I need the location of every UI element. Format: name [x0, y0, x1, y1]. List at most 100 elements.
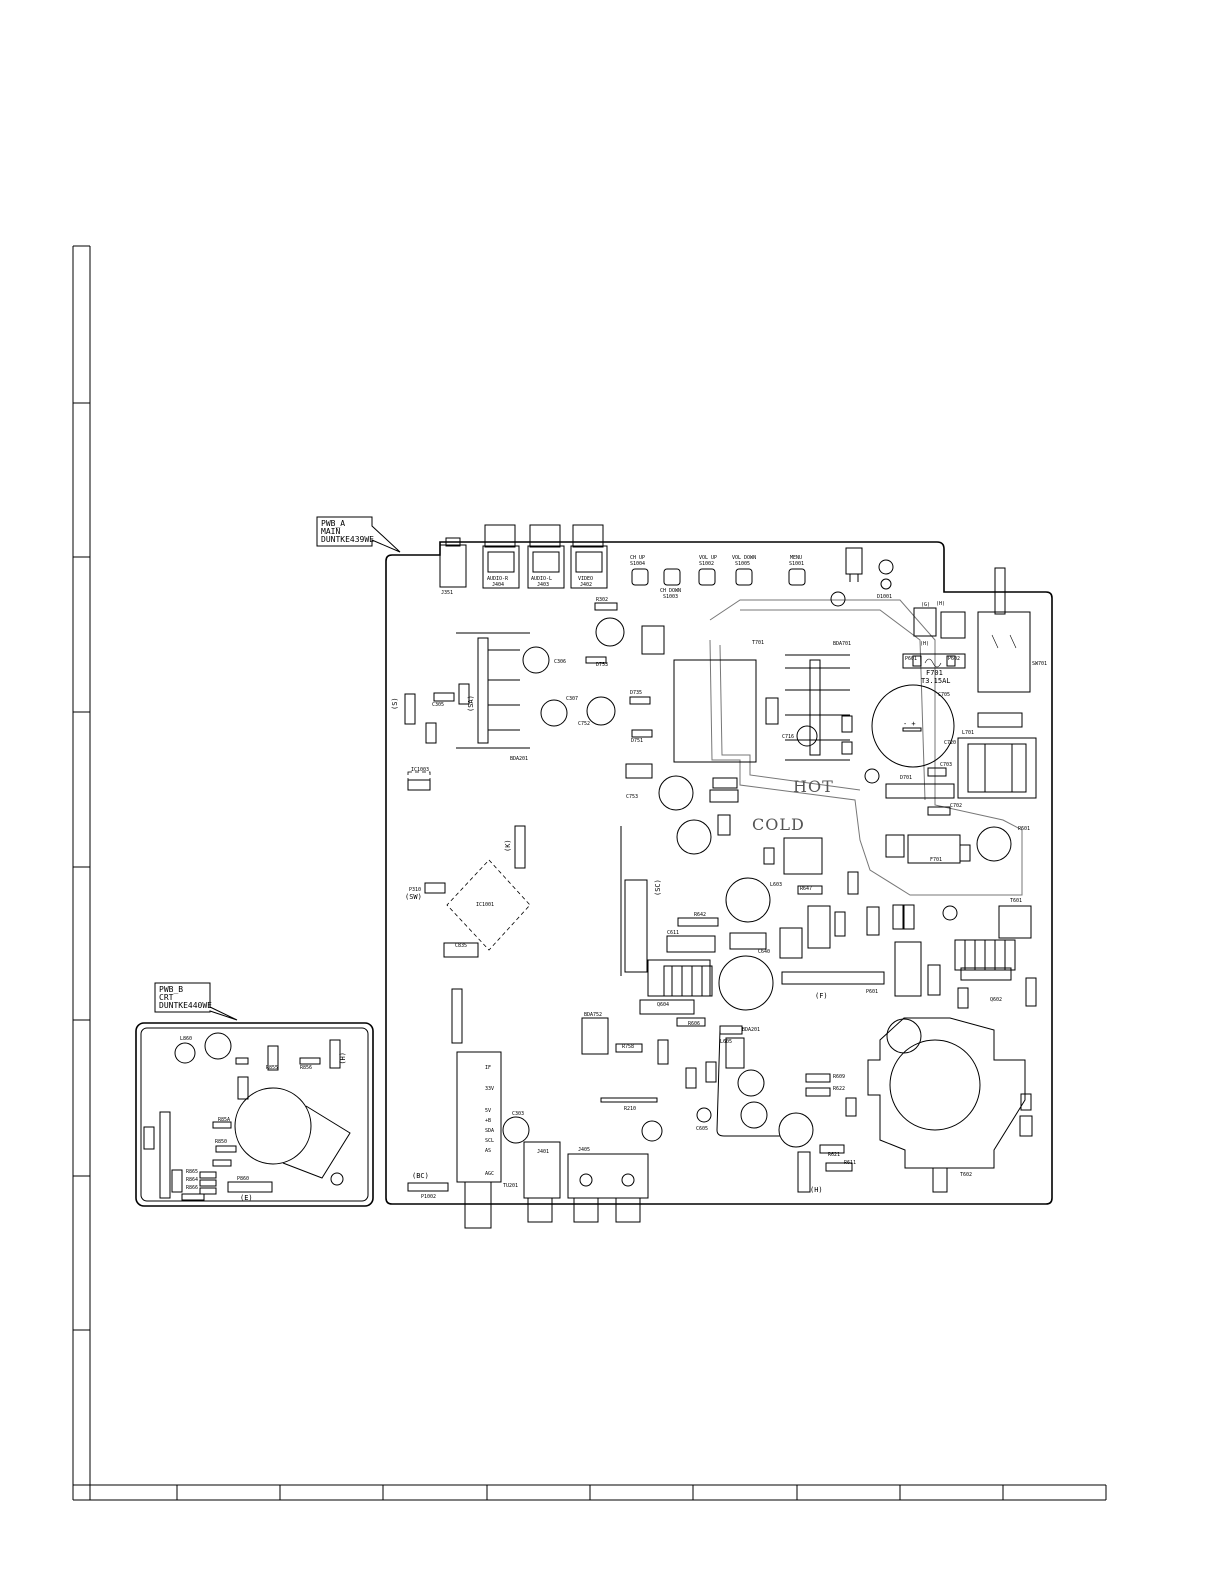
svg-text:IC1003: IC1003 [411, 767, 429, 773]
svg-text:R85A: R85A [218, 1117, 230, 1123]
connector-k: (K) [504, 839, 512, 852]
connector-s: (S) [391, 697, 399, 710]
sheet-frame [72, 245, 1107, 1501]
svg-text:J402: J402 [580, 582, 592, 588]
svg-text:R302: R302 [596, 597, 608, 603]
tuner-tu201: IF 33V 5V +B SDA SCL AS AGC [451, 988, 502, 1229]
svg-text:SW701: SW701 [1032, 661, 1047, 667]
svg-text:MENU: MENU [790, 555, 802, 561]
svg-text:CH UP: CH UP [630, 555, 645, 561]
pwb-a-line1: PWB_A [321, 519, 345, 528]
pwb-a-tag: PWB_A MAIN DUNTKE439WE [316, 516, 401, 553]
svg-text:Q602: Q602 [990, 997, 1002, 1003]
svg-text:5V: 5V [485, 1108, 491, 1114]
pwb-a-outline [385, 541, 1053, 1205]
line-filter-l701: L701 [957, 730, 1037, 799]
svg-text:BDA201: BDA201 [742, 1027, 760, 1033]
connector-labels-main: (S) (SA) (K) (SW) (SC) (F) (BC) (H) [391, 695, 828, 1194]
svg-text:S1002: S1002 [699, 561, 714, 567]
svg-text:T601: T601 [1010, 898, 1022, 904]
connector-p1002 [407, 1182, 449, 1192]
pwb-b-line3: DUNTKE440WE [159, 1001, 212, 1010]
connector-sw: (SW) [405, 893, 422, 901]
fuse-f701: F701 T3.15AL (G) (H) [902, 602, 966, 685]
svg-text:C605: C605 [696, 1126, 708, 1132]
svg-text:J401: J401 [537, 1149, 549, 1155]
electrolytic-caps-main [502, 591, 1012, 1148]
svg-text:Q604: Q604 [657, 1002, 669, 1008]
svg-text:SCL: SCL [485, 1138, 494, 1144]
svg-text:C835: C835 [455, 943, 467, 949]
svg-text:- +: - + [903, 720, 916, 728]
bottom-jacks [523, 1141, 649, 1223]
main-transformer: T701 [673, 640, 764, 763]
svg-text:(G): (G) [921, 602, 930, 608]
svg-text:(H): (H) [936, 601, 945, 607]
svg-text:R850: R850 [215, 1139, 227, 1145]
pwb-a-line2: MAIN [321, 527, 340, 536]
svg-text:P601: P601 [905, 656, 917, 662]
svg-text:R758: R758 [622, 1044, 634, 1050]
heatsink-sa: BDA201 [456, 632, 530, 762]
pwb-b-board: L860 R855 R856 R850 R85A R865 R864 R866 … [135, 1022, 374, 1207]
svg-text:R865: R865 [186, 1169, 198, 1175]
small-components-main [404, 602, 1037, 1193]
svg-text:C720: C720 [944, 740, 956, 746]
svg-text:C303: C303 [512, 1111, 524, 1117]
connector-sc: (SC) [654, 879, 662, 896]
svg-text:R611: R611 [844, 1160, 856, 1166]
ref-designators-main: R302 D753 C306 C307 D735 C752 D751 C753 … [409, 594, 1030, 1200]
svg-text:VOL DOWN: VOL DOWN [732, 555, 756, 561]
svg-text:TU201: TU201 [503, 1183, 518, 1189]
svg-text:P601: P601 [1018, 826, 1030, 832]
svg-text:33V: 33V [485, 1086, 494, 1092]
svg-text:F701: F701 [930, 857, 942, 863]
ic1003-outline [407, 771, 431, 791]
pwb-b-line2: CRT [159, 993, 174, 1002]
svg-text:S1003: S1003 [663, 594, 678, 600]
svg-text:C702: C702 [950, 803, 962, 809]
capacitor-c705: - + C705 [871, 684, 955, 768]
svg-text:C716: C716 [782, 734, 794, 740]
ir-receiver-icon [845, 547, 894, 590]
svg-text:IF: IF [485, 1065, 491, 1071]
svg-text:J351: J351 [441, 590, 453, 596]
button-ch-up: CH UP S1004 [630, 555, 649, 586]
button-ch-down: CH DOWN S1003 [660, 568, 681, 600]
pwb-b-line1: PWB_B [159, 985, 183, 994]
jack-audio-l: AUDIO-L J403 [527, 524, 565, 589]
crt-neck-socket: T602 [867, 1017, 1026, 1193]
svg-text:P1002: P1002 [421, 1194, 436, 1200]
svg-text:R621: R621 [828, 1152, 840, 1158]
jack-j351: J351 [439, 537, 467, 596]
svg-text:L605: L605 [720, 1039, 732, 1045]
ic1001-outline [446, 859, 531, 951]
svg-text:P860: P860 [237, 1176, 249, 1182]
heatsink-power: BDA701 [785, 641, 851, 761]
svg-text:SDA: SDA [485, 1128, 494, 1134]
svg-text:AUDIO-L: AUDIO-L [531, 576, 552, 582]
svg-text:T3.15AL: T3.15AL [921, 677, 951, 685]
svg-text:L701: L701 [962, 730, 974, 736]
hot-label: HOT [793, 777, 834, 796]
svg-text:R609: R609 [833, 1074, 845, 1080]
svg-text:C640: C640 [758, 949, 770, 955]
svg-text:AUDIO-R: AUDIO-R [487, 576, 509, 582]
svg-text:C703: C703 [940, 762, 952, 768]
svg-text:BDA701: BDA701 [833, 641, 851, 647]
cold-label: COLD [752, 815, 805, 834]
connector-f: (F) [815, 992, 828, 1000]
svg-text:R855: R855 [266, 1065, 278, 1071]
svg-text:L603: L603 [770, 882, 782, 888]
button-vol-down: VOL DOWN S1005 [732, 555, 756, 586]
svg-text:D751: D751 [631, 738, 643, 744]
button-vol-up: VOL UP S1002 [698, 555, 717, 586]
power-switch-sw701: SW701 [977, 567, 1047, 693]
svg-text:AGC: AGC [485, 1171, 494, 1177]
svg-text:C611: C611 [667, 930, 679, 936]
svg-text:C705: C705 [938, 692, 950, 698]
connector-h-b: (H) [338, 1052, 346, 1065]
svg-text:+B: +B [485, 1118, 491, 1124]
svg-text:VIDEO: VIDEO [578, 576, 593, 582]
